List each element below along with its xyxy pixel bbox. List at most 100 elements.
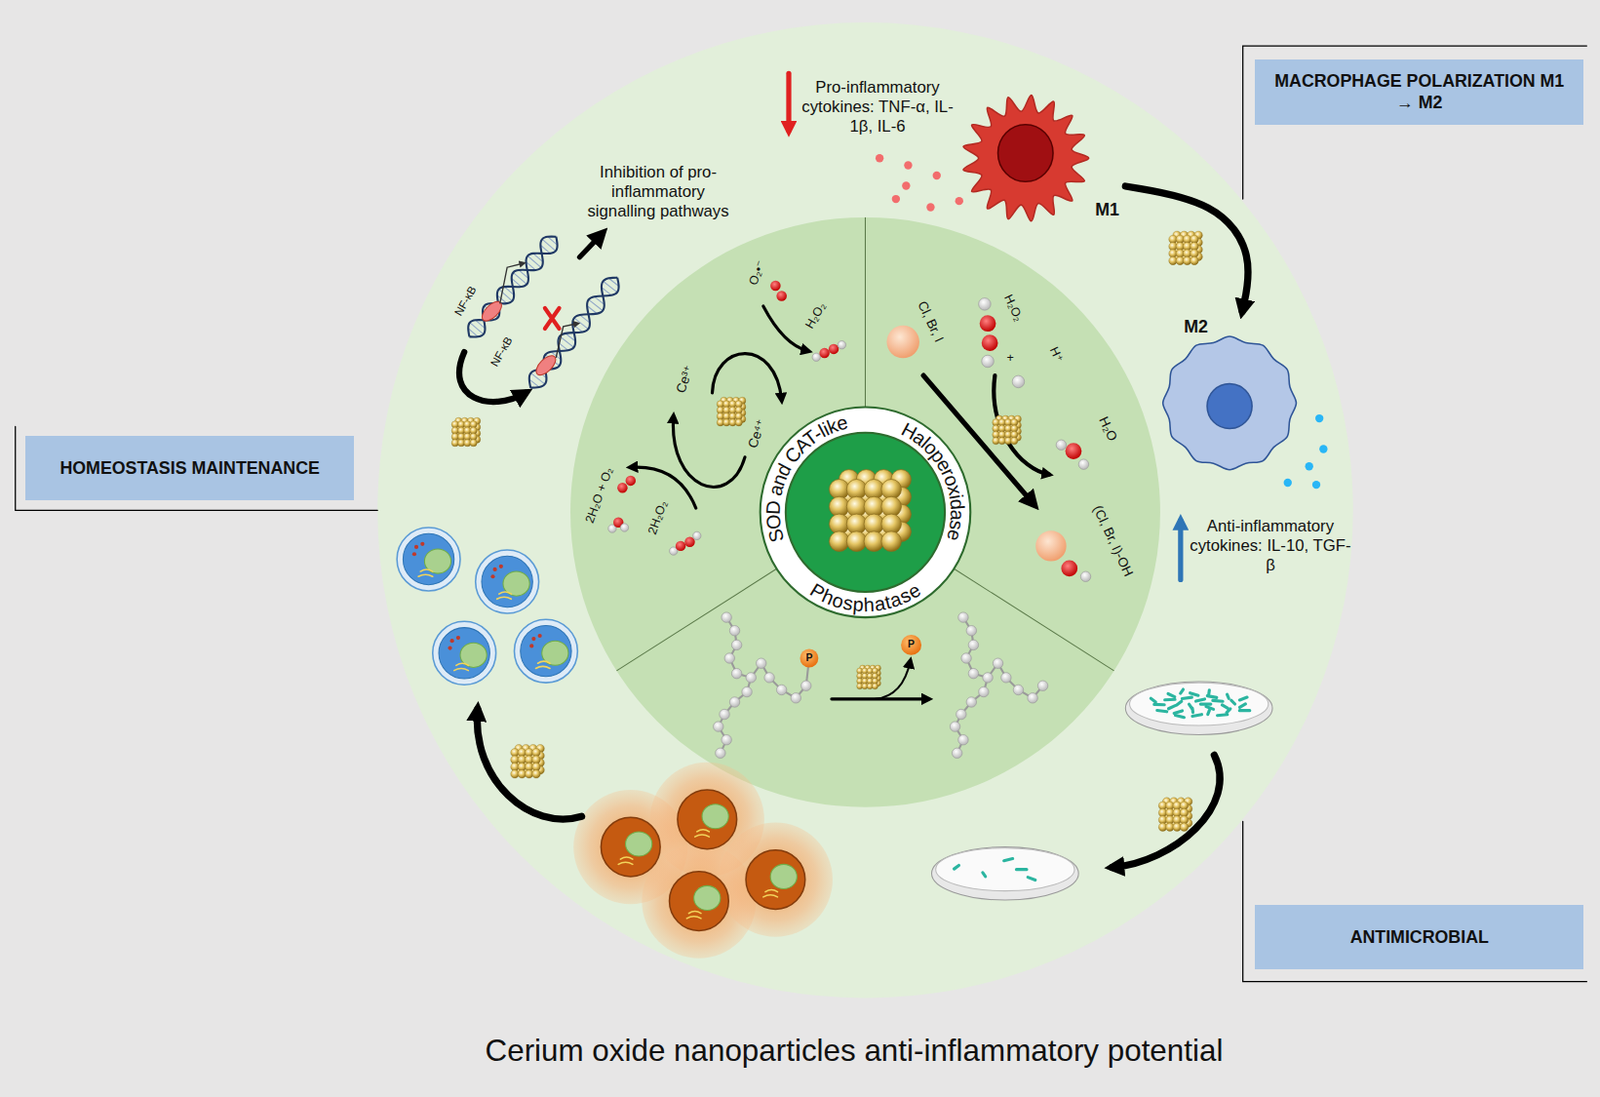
chem-label: 2H₂O₂ (645, 498, 671, 537)
organelle (414, 545, 419, 549)
hydrogen-atom (992, 658, 1003, 668)
dna-rung (542, 238, 556, 251)
nanoparticle-sphere (1011, 436, 1018, 444)
cell-nucleus (998, 124, 1054, 183)
bacterium (1150, 698, 1156, 703)
sector-divider (616, 568, 777, 671)
cytokine-dot (1319, 444, 1327, 453)
hydrogen-atom (729, 697, 740, 707)
section-box: ANTIMICROBIAL (1254, 904, 1584, 970)
hydrogen-atom (951, 747, 962, 758)
bacterium (1221, 704, 1228, 708)
molecule-bond (718, 617, 751, 753)
cell-label: M2 (1183, 315, 1209, 337)
oxygen-atom (828, 344, 839, 354)
inflamed-cell (600, 817, 661, 877)
bacterium (1196, 699, 1206, 702)
increase-arrow (1177, 520, 1183, 581)
healthy-cell (396, 527, 461, 591)
m2-macrophage (1163, 336, 1297, 470)
hydrogen-atom (731, 639, 742, 650)
section-title: HOMEOSTASIS MAINTENANCE (59, 457, 319, 479)
hydrogen-atom (978, 298, 992, 312)
hydrogen-atom (620, 523, 628, 532)
oxygen-atom (981, 334, 999, 352)
hydrogen-atom (981, 354, 995, 368)
pathway-label: Inhibition of pro-inflammatory signallin… (582, 162, 736, 222)
cytokine-dot (1305, 462, 1314, 470)
inflamed-cell (745, 850, 806, 910)
organelle (454, 663, 469, 670)
cytokine-dot (955, 196, 964, 205)
hydrogen-atom (1013, 684, 1023, 695)
chem-label: H₂O₂ (1000, 292, 1026, 324)
cell-nucleus (702, 804, 729, 829)
bacterium (982, 872, 986, 877)
section-title: MACROPHAGE POLARIZATION M1 → M2 (1264, 70, 1574, 114)
hydrogen-atom (741, 686, 752, 697)
nanoparticle-sphere (881, 531, 902, 552)
hydrogen-atom (958, 612, 969, 623)
bracket-line (1243, 45, 1588, 199)
cell-node: M1 (957, 89, 1127, 228)
activity-label: SOD and CAT-like (762, 411, 851, 546)
cytokine-dot (1315, 414, 1324, 423)
bacterium (1173, 710, 1182, 714)
bacterium (1207, 696, 1216, 699)
hydrogen-atom (956, 708, 967, 719)
oxygen-atom (1060, 560, 1078, 578)
bacterium (1190, 693, 1199, 697)
organelle (497, 591, 512, 599)
cell-cytoplasm (520, 625, 572, 677)
redox-arrow (712, 353, 782, 401)
cytokine-dot (1312, 480, 1321, 489)
cell-cytoplasm (438, 627, 490, 679)
hydrogen-atom (731, 667, 742, 678)
bacterium (1212, 699, 1223, 703)
hydrogen-atom (1027, 693, 1038, 703)
chem-label: 2H₂O + O₂ (583, 465, 618, 525)
hydrogen-atom (961, 653, 972, 664)
redox-arrow (672, 416, 745, 487)
dna-strand (529, 277, 620, 389)
chem-label: H₂O (1094, 413, 1121, 443)
nanoparticle-sphere (532, 770, 541, 779)
hydrogen-atom (982, 672, 993, 683)
nanoparticle (992, 415, 1022, 445)
bracket-line (15, 426, 379, 510)
hydrogen-atom (1055, 439, 1066, 450)
hydrogen-atom (966, 625, 976, 636)
hydrogen-atom (837, 341, 846, 350)
phosphate-group (800, 649, 820, 668)
section-title: ANTIMICROBIAL (1350, 926, 1489, 948)
nanoparticle-sphere (1190, 256, 1199, 265)
petri-dish (932, 847, 1080, 900)
nanoparticle (716, 396, 746, 427)
bacterium (1207, 690, 1211, 695)
hydrogen-atom (724, 653, 735, 664)
cytokine-dot (933, 171, 941, 180)
redox-arrow (763, 306, 809, 352)
hydrogen-atom (756, 658, 767, 668)
organelle (529, 643, 534, 648)
dna-rung (527, 255, 542, 268)
cytokine-dot (875, 154, 884, 162)
molecule-bond (987, 663, 1044, 699)
nanoparticle (857, 664, 882, 690)
hydrogen-atom (966, 697, 976, 707)
organelle (686, 911, 702, 919)
oxygen-atom (776, 290, 786, 301)
chem-label: + (1006, 351, 1014, 367)
organelle (456, 635, 461, 640)
hydrogen-atom (715, 747, 726, 758)
inner-ring (570, 217, 1161, 808)
hydrogen-atom (968, 639, 978, 650)
nanoparticle-sphere (1179, 822, 1188, 831)
petri-dish-lid (1130, 682, 1269, 726)
m1-macrophage (963, 95, 1090, 222)
hydrogen-atom (1001, 672, 1012, 683)
core-disc (785, 432, 945, 592)
halide-atom (1035, 530, 1066, 561)
hydrogen-atom (1012, 375, 1025, 389)
activity-label: Haloperoxidase (897, 418, 969, 544)
